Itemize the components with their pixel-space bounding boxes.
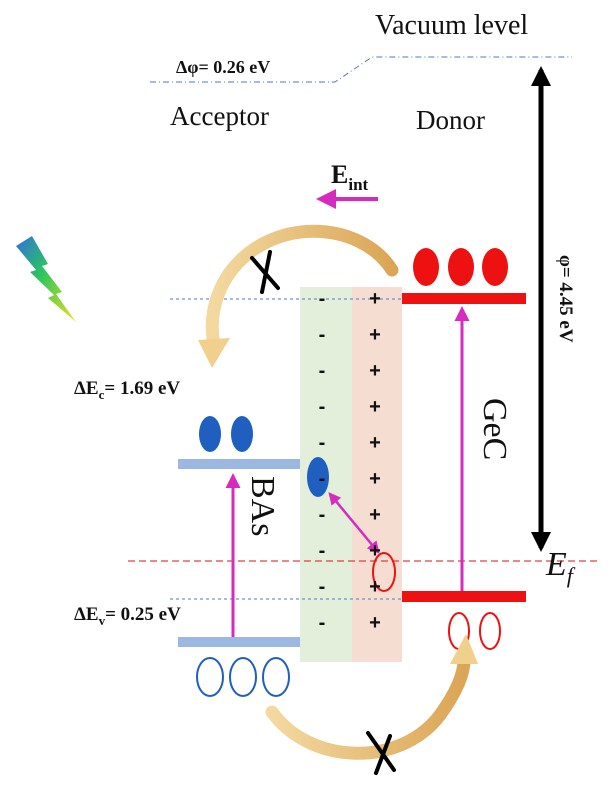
vacuum-level-label: Vacuum level xyxy=(375,10,528,41)
light-bolt-icon xyxy=(16,236,76,322)
gec-label: GeC xyxy=(476,398,513,460)
work-function-label: φ= 4.45 eV xyxy=(555,255,576,343)
bas-electron xyxy=(231,416,253,452)
positive-charge-sign: + xyxy=(369,432,381,454)
interface-hole xyxy=(372,552,396,592)
gec-electron xyxy=(413,248,439,286)
blocked-electron-transfer-arrow xyxy=(205,224,399,351)
delta-ev-label: ΔEv= 0.25 eV xyxy=(74,604,181,628)
vacuum-level-line xyxy=(150,56,572,83)
positive-charge-sign: + xyxy=(369,540,381,562)
negative-charge-sign: - xyxy=(319,432,326,454)
delta-ec-label: ΔEc= 1.69 eV xyxy=(74,378,180,402)
bas-hole xyxy=(262,657,290,697)
bas-hole xyxy=(196,657,224,697)
bas-valence-band xyxy=(178,637,300,647)
negative-charge-sign: - xyxy=(319,324,326,346)
positive-charge-sign: + xyxy=(369,288,381,310)
block-cross-icon xyxy=(366,731,396,775)
negative-charge-sign: - xyxy=(319,576,326,598)
block-cross-icon xyxy=(250,250,280,294)
positive-charge-sign: + xyxy=(369,504,381,526)
blocked-hole-transfer-arrow xyxy=(265,653,471,760)
gec-hole xyxy=(479,612,501,650)
donor-label: Donor xyxy=(416,105,485,135)
bas-hole xyxy=(229,657,257,697)
acceptor-label: Acceptor xyxy=(170,101,269,131)
negative-charge-sign: - xyxy=(319,540,326,562)
delta-phi-label: Δφ= 0.26 eV xyxy=(176,57,270,77)
hole-arrowhead xyxy=(450,634,478,664)
bas-label: BAs xyxy=(244,476,281,536)
negative-charge-sign: - xyxy=(319,396,326,418)
bas-conduction-band xyxy=(178,459,300,469)
positive-charge-sign: + xyxy=(369,612,381,634)
positive-charge-sign: + xyxy=(369,360,381,382)
gec-electron xyxy=(448,248,474,286)
interface-electron xyxy=(307,457,329,497)
electron-arrowhead xyxy=(198,338,230,368)
positive-charge-sign: + xyxy=(369,396,381,418)
gec-conduction-band xyxy=(402,293,526,304)
internal-field-label: Eint xyxy=(331,160,369,194)
negative-charge-sign: - xyxy=(319,504,326,526)
positive-charge-sign: + xyxy=(369,324,381,346)
negative-charge-sign: - xyxy=(319,288,326,310)
recombination-arrow xyxy=(328,492,380,554)
negative-charge-sign: - xyxy=(319,612,326,634)
positive-charge-sign: + xyxy=(369,468,381,490)
negative-charges: - - - - - - - - - - xyxy=(319,288,326,634)
gec-valence-band xyxy=(402,591,526,602)
negative-charge-sign: - xyxy=(319,360,326,382)
gec-electron xyxy=(482,248,508,286)
positive-charges: + + + + + + + + + + xyxy=(369,288,381,634)
bas-electron xyxy=(199,416,221,452)
positive-charge-sign: + xyxy=(369,576,381,598)
fermi-level-label: Ef xyxy=(545,546,576,588)
negative-charge-sign: - xyxy=(319,468,326,490)
